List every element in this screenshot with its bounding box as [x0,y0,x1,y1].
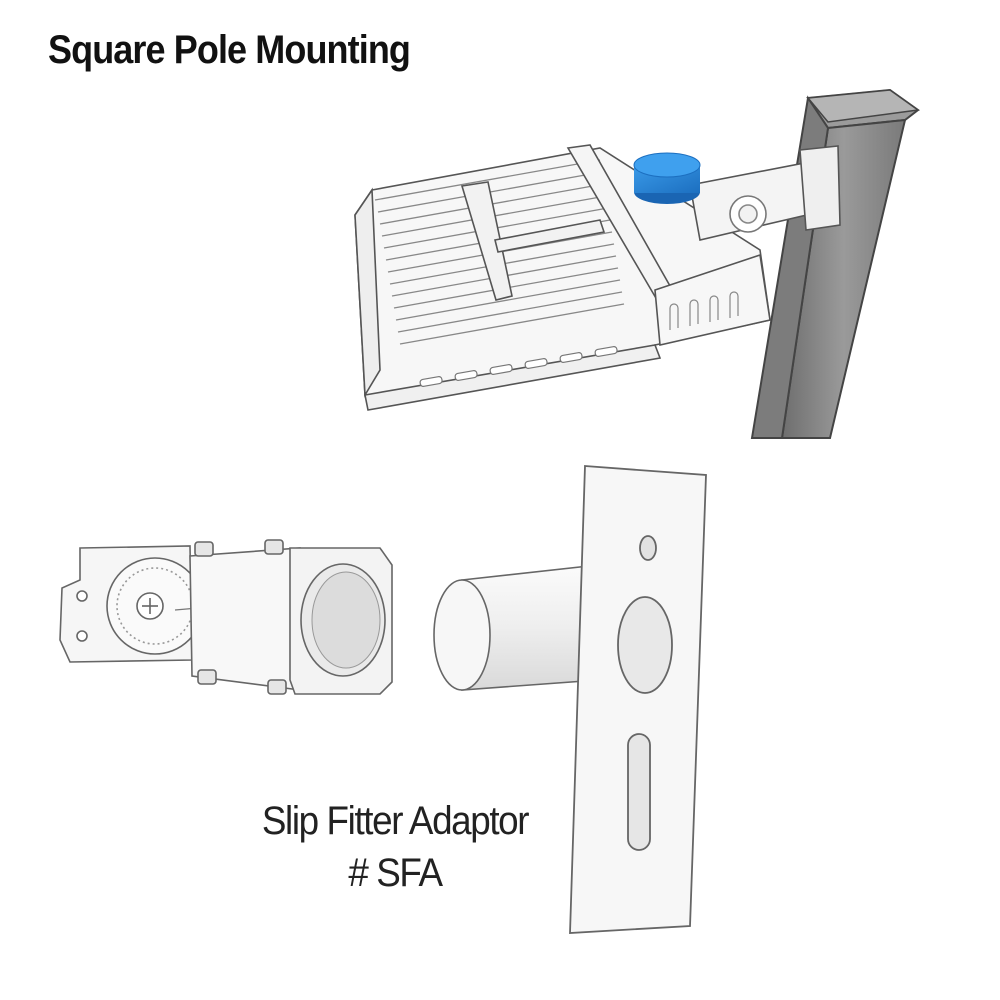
mounting-plate [569,465,707,934]
diagram-title: Square Pole Mounting [48,28,411,72]
part-caption: Slip Fitter Adaptor # SFA [230,795,560,899]
slip-fitter-tube [433,564,599,691]
caption-line-name: Slip Fitter Adaptor [261,799,530,843]
caption-line-code: # SFA [348,851,443,895]
square-pole [750,88,920,439]
photocell-icon [633,152,701,204]
knuckle-assembly [59,539,393,695]
